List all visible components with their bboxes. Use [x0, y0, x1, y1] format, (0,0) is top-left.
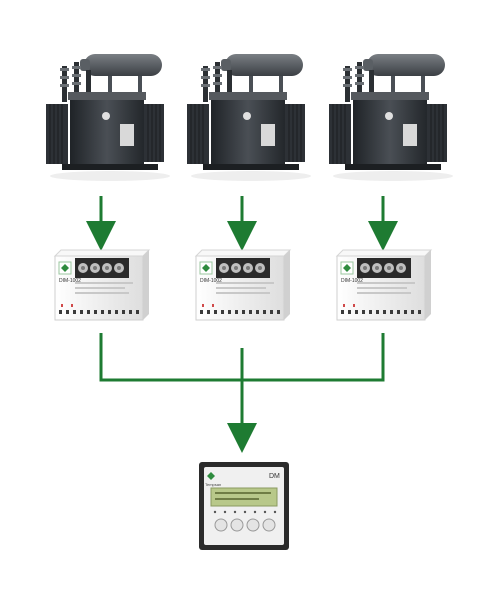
relay-1: DIM-1002 — [54, 249, 150, 321]
power-transformer-icon — [44, 52, 172, 183]
bus-line-right — [242, 333, 385, 382]
power-transformer-icon — [185, 52, 313, 183]
transformer-2 — [185, 52, 313, 183]
monitoring-relay-icon — [195, 249, 291, 321]
monitoring-relay-icon — [336, 249, 432, 321]
power-transformer-icon — [327, 52, 455, 183]
bus-lines — [99, 333, 385, 453]
monitoring-relay-icon — [54, 249, 150, 321]
relay-2-model: DIM-1002 — [200, 278, 222, 284]
relay-3-model: DIM-1002 — [341, 278, 363, 284]
bus-line-left — [99, 333, 242, 382]
relay-2: DIM-1002 — [195, 249, 291, 321]
relay-3: DIM-1002 — [336, 249, 432, 321]
display-panel: Tempsan DM — [199, 462, 289, 550]
display-model: DM — [269, 473, 280, 480]
display-brand: Tempsan — [205, 482, 221, 487]
relay-1-model: DIM-1002 — [59, 278, 81, 284]
transformer-1 — [44, 52, 172, 183]
transformer-3 — [327, 52, 455, 183]
